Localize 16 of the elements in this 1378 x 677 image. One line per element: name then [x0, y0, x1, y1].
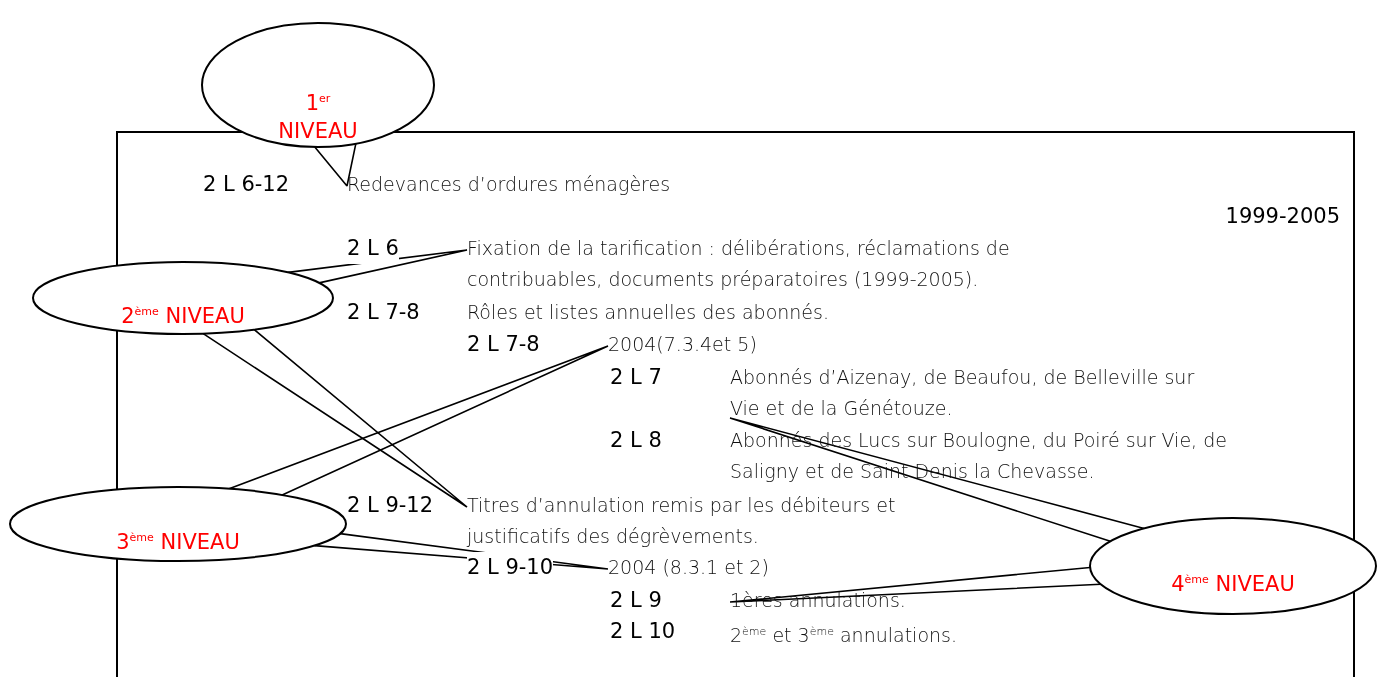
entry-text: 2004(7.3.4et 5) [608, 329, 757, 360]
balloon-tail [313, 142, 357, 187]
balloon-tail [228, 345, 609, 496]
entry-text: Rôles et listes annuelles des abonnés. [467, 300, 829, 325]
entry-text: Redevances d’ordures ménagères [347, 169, 671, 200]
entry-text: Titres d’annulation remis par les débiteurs et justificatifs des dégrèvements. [467, 490, 957, 552]
entry-text: Fixation de la tarification : délibérations, réclamations de contribuables, documents préparatoires (1999-2005). [467, 233, 1117, 295]
entry-text: 2004 (8.3.1 et 2) [608, 552, 769, 583]
balloon-tail [729, 417, 1145, 543]
balloon-label: 3$^{ème}$ NIVEAU [115, 529, 241, 556]
balloon-label: 4$^{ème}$ NIVEAU [1170, 571, 1296, 598]
balloon-tail [202, 328, 468, 508]
balloon-label: 1$^{er}$ NIVEAU [277, 90, 359, 145]
balloon-label: 2$^{ème}$ NIVEAU [120, 303, 246, 330]
entry-text: 2$^{ème}$ et 3$^{ème}$ annulations. [730, 623, 957, 649]
entry-text: Abonnés d’Aizenay, de Beaufou, de Belleville sur Vie et de la Génétouze. [730, 362, 1220, 424]
